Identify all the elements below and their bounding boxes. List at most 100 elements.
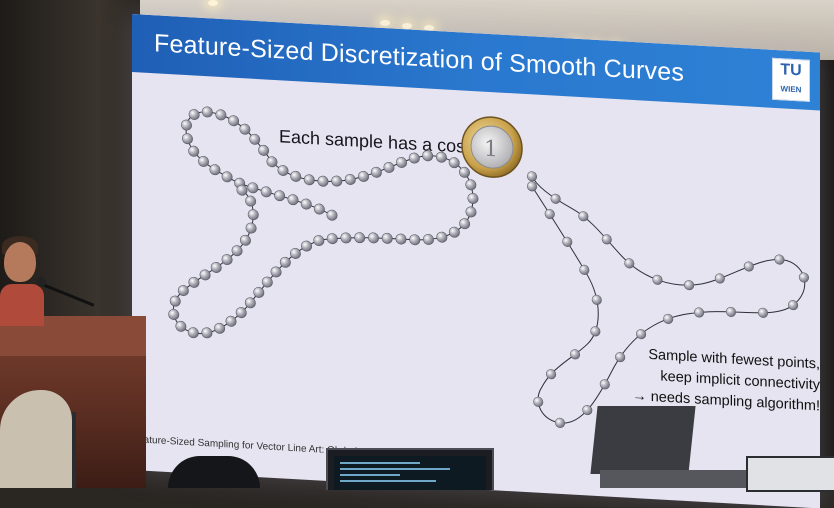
dense-sample-point xyxy=(266,156,278,168)
laptop-base xyxy=(600,470,750,488)
dense-sample-point xyxy=(209,164,221,176)
dense-sample-point xyxy=(301,240,312,252)
sparse-sample-point xyxy=(544,208,555,220)
dense-sample-point xyxy=(245,195,257,207)
svg-text:1: 1 xyxy=(484,137,498,163)
dense-sample-point xyxy=(239,123,251,135)
dense-sample-point xyxy=(168,309,180,320)
dense-sample-point xyxy=(300,198,312,210)
dense-sample-point xyxy=(225,315,237,327)
dense-sample-point xyxy=(326,233,338,245)
dense-sample-point xyxy=(235,307,247,319)
sparse-sample-point xyxy=(582,405,593,416)
dense-sample-point xyxy=(290,170,302,182)
sparse-sample-point xyxy=(526,181,538,192)
dense-sample-point xyxy=(287,194,299,206)
euro-coin-icon: 1 xyxy=(461,116,523,178)
dense-sample-point xyxy=(436,231,448,243)
sparse-sample-point xyxy=(546,369,557,380)
dense-sample-point xyxy=(340,232,352,244)
audience-head xyxy=(168,456,260,488)
sparse-sample-point xyxy=(624,258,635,269)
dense-sample-point xyxy=(247,209,259,221)
dense-sample-point xyxy=(181,119,192,131)
dense-sample-point xyxy=(215,109,227,121)
ceiling-light-icon xyxy=(380,20,390,26)
curves-figure: 1 . xyxy=(162,48,809,428)
dense-sample-point xyxy=(381,232,393,244)
dense-sample-point xyxy=(201,327,213,339)
dense-sample-point xyxy=(188,145,200,157)
dense-sample-point xyxy=(231,245,243,257)
dense-sample-point xyxy=(313,235,325,247)
sparse-sample-point xyxy=(636,329,647,340)
ceiling-light-icon xyxy=(424,25,434,31)
sparse-sample-point xyxy=(725,306,737,317)
sparse-sample-point xyxy=(562,236,573,247)
dense-sample-point xyxy=(236,184,248,196)
dense-sample-point xyxy=(249,133,261,145)
audience-laptop-far xyxy=(746,456,834,492)
dense-sample-point xyxy=(198,155,209,167)
dense-sample-point xyxy=(317,175,329,187)
dense-sample-point xyxy=(188,276,200,288)
dense-sample-point xyxy=(448,157,460,169)
dense-sample-point xyxy=(274,190,286,202)
sparse-sample-point xyxy=(757,307,769,318)
dense-sample-point xyxy=(383,162,395,173)
dense-sample-point xyxy=(422,150,434,162)
dense-sample-point xyxy=(370,166,382,178)
ceiling-light-icon xyxy=(402,23,412,29)
projected-slide: Feature-Sized Discretization of Smooth C… xyxy=(132,14,820,508)
sparse-sample-point xyxy=(684,280,695,291)
ceiling-light-icon xyxy=(208,0,218,6)
sparse-sample-point xyxy=(652,274,663,285)
dense-sample-point xyxy=(422,233,434,245)
dense-sample-point xyxy=(258,144,270,156)
sparse-sample-point xyxy=(663,313,674,324)
dense-sample-point xyxy=(344,174,356,185)
dense-sample-point xyxy=(459,166,470,178)
dense-sample-point xyxy=(169,295,181,307)
dense-sample-point xyxy=(214,322,226,334)
dense-sample-point xyxy=(253,286,265,298)
dense-sample-point xyxy=(408,152,420,164)
dense-sampled-curve xyxy=(172,111,474,335)
sparse-sample-point xyxy=(601,234,612,245)
sparse-sample-point xyxy=(526,171,538,182)
sparse-sample-point xyxy=(599,379,610,390)
dense-sample-point xyxy=(465,179,477,191)
svg-text:.: . xyxy=(162,48,165,59)
speaker-head xyxy=(4,242,36,282)
dense-sample-point xyxy=(467,193,479,204)
dense-sample-point xyxy=(221,254,233,266)
dense-sample-point xyxy=(395,233,407,245)
dense-sample-point xyxy=(239,234,251,246)
dense-sample-point xyxy=(448,226,460,238)
dense-sample-point xyxy=(277,165,289,177)
dense-sample-point xyxy=(279,256,291,268)
audience-shoulder xyxy=(0,390,72,488)
dense-sample-point xyxy=(188,109,200,120)
dense-sample-point xyxy=(228,115,240,127)
sparse-sample-point xyxy=(579,264,590,275)
dense-sample-point xyxy=(313,203,325,215)
audience-laptop-right xyxy=(590,406,696,474)
dense-sample-point xyxy=(409,234,421,246)
dense-sample-point xyxy=(396,157,407,168)
sparse-sample-point xyxy=(591,294,602,305)
dense-sample-point xyxy=(435,151,447,163)
dense-sample-point xyxy=(247,182,259,194)
sparse-sample-point xyxy=(694,307,705,318)
dense-sample-point xyxy=(201,106,213,118)
dense-sample-point xyxy=(270,266,282,278)
sparse-sample-point xyxy=(554,417,566,428)
sparse-sample-point xyxy=(788,300,799,311)
sparse-sample-point xyxy=(550,193,561,204)
speaker xyxy=(0,236,46,326)
dense-sample-point xyxy=(289,248,301,259)
sparse-sample-point xyxy=(774,254,785,265)
dense-sample-point xyxy=(199,269,211,281)
sparse-sample-point xyxy=(569,349,581,360)
sparse-sample-point xyxy=(743,261,754,272)
